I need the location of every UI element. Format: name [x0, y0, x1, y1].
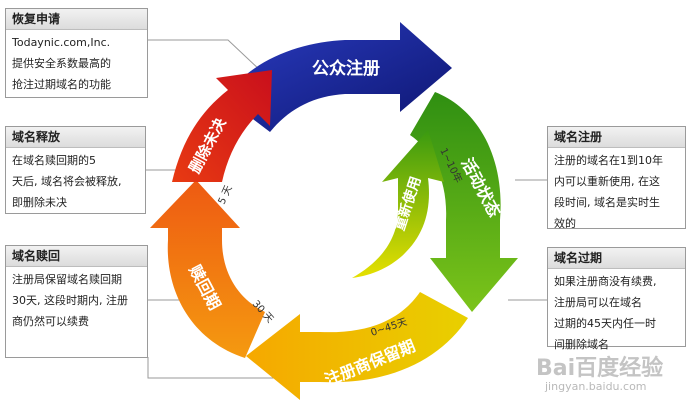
duration-five-days: 5 天 [217, 184, 235, 206]
info-box-title: 域名赎回 [6, 246, 147, 267]
arrow-pending-delete [172, 70, 272, 182]
arrow-registrar-hold [246, 292, 468, 400]
watermark-url: jingyan.baidu.com [545, 380, 647, 393]
info-box-body: 注册的域名在1到10年 内可以重新使用, 在这 段时间, 域名是实时生 效的 [554, 154, 663, 230]
info-box-recovery: 恢复申请 Todaynic.com,Inc. 提供安全系数最高的 抢注过期域名的… [5, 8, 148, 98]
leader-lines [146, 39, 547, 379]
info-box-title: 域名注册 [548, 127, 685, 148]
arrow-active [410, 92, 518, 312]
arrow-reuse [352, 130, 444, 278]
info-box-expire: 域名过期 如果注册商没有续费, 注册局可以在域名 过期的45天内任一时 间删除域… [547, 247, 686, 351]
watermark-brand: Bai百度经验 [536, 356, 664, 381]
arrow-public-registration [225, 22, 452, 132]
info-box-title: 恢复申请 [6, 9, 147, 30]
info-box-redeem: 域名赎回 注册局保留域名赎回期 30天, 这段时期内, 注册 商仍然可以续费 [5, 245, 148, 358]
info-box-body: Todaynic.com,Inc. 提供安全系数最高的 抢注过期域名的功能 [12, 36, 111, 91]
info-box-release: 域名释放 在域名赎回期的5 天后, 域名将会被释放, 即删除未决 [5, 126, 146, 214]
info-box-body: 注册局保留域名赎回期 30天, 这段时期内, 注册 商仍然可以续费 [12, 273, 128, 328]
info-box-body: 如果注册商没有续费, 注册局可以在域名 过期的45天内任一时 间删除域名 [554, 275, 657, 351]
info-box-title: 域名过期 [548, 248, 685, 269]
info-box-title: 域名释放 [6, 127, 145, 148]
info-box-register: 域名注册 注册的域名在1到10年 内可以重新使用, 在这 段时间, 域名是实时生… [547, 126, 686, 230]
info-box-body: 在域名赎回期的5 天后, 域名将会被释放, 即删除未决 [12, 154, 122, 209]
label-public-registration: 公众注册 [312, 58, 380, 79]
arrow-redemption [150, 180, 265, 358]
